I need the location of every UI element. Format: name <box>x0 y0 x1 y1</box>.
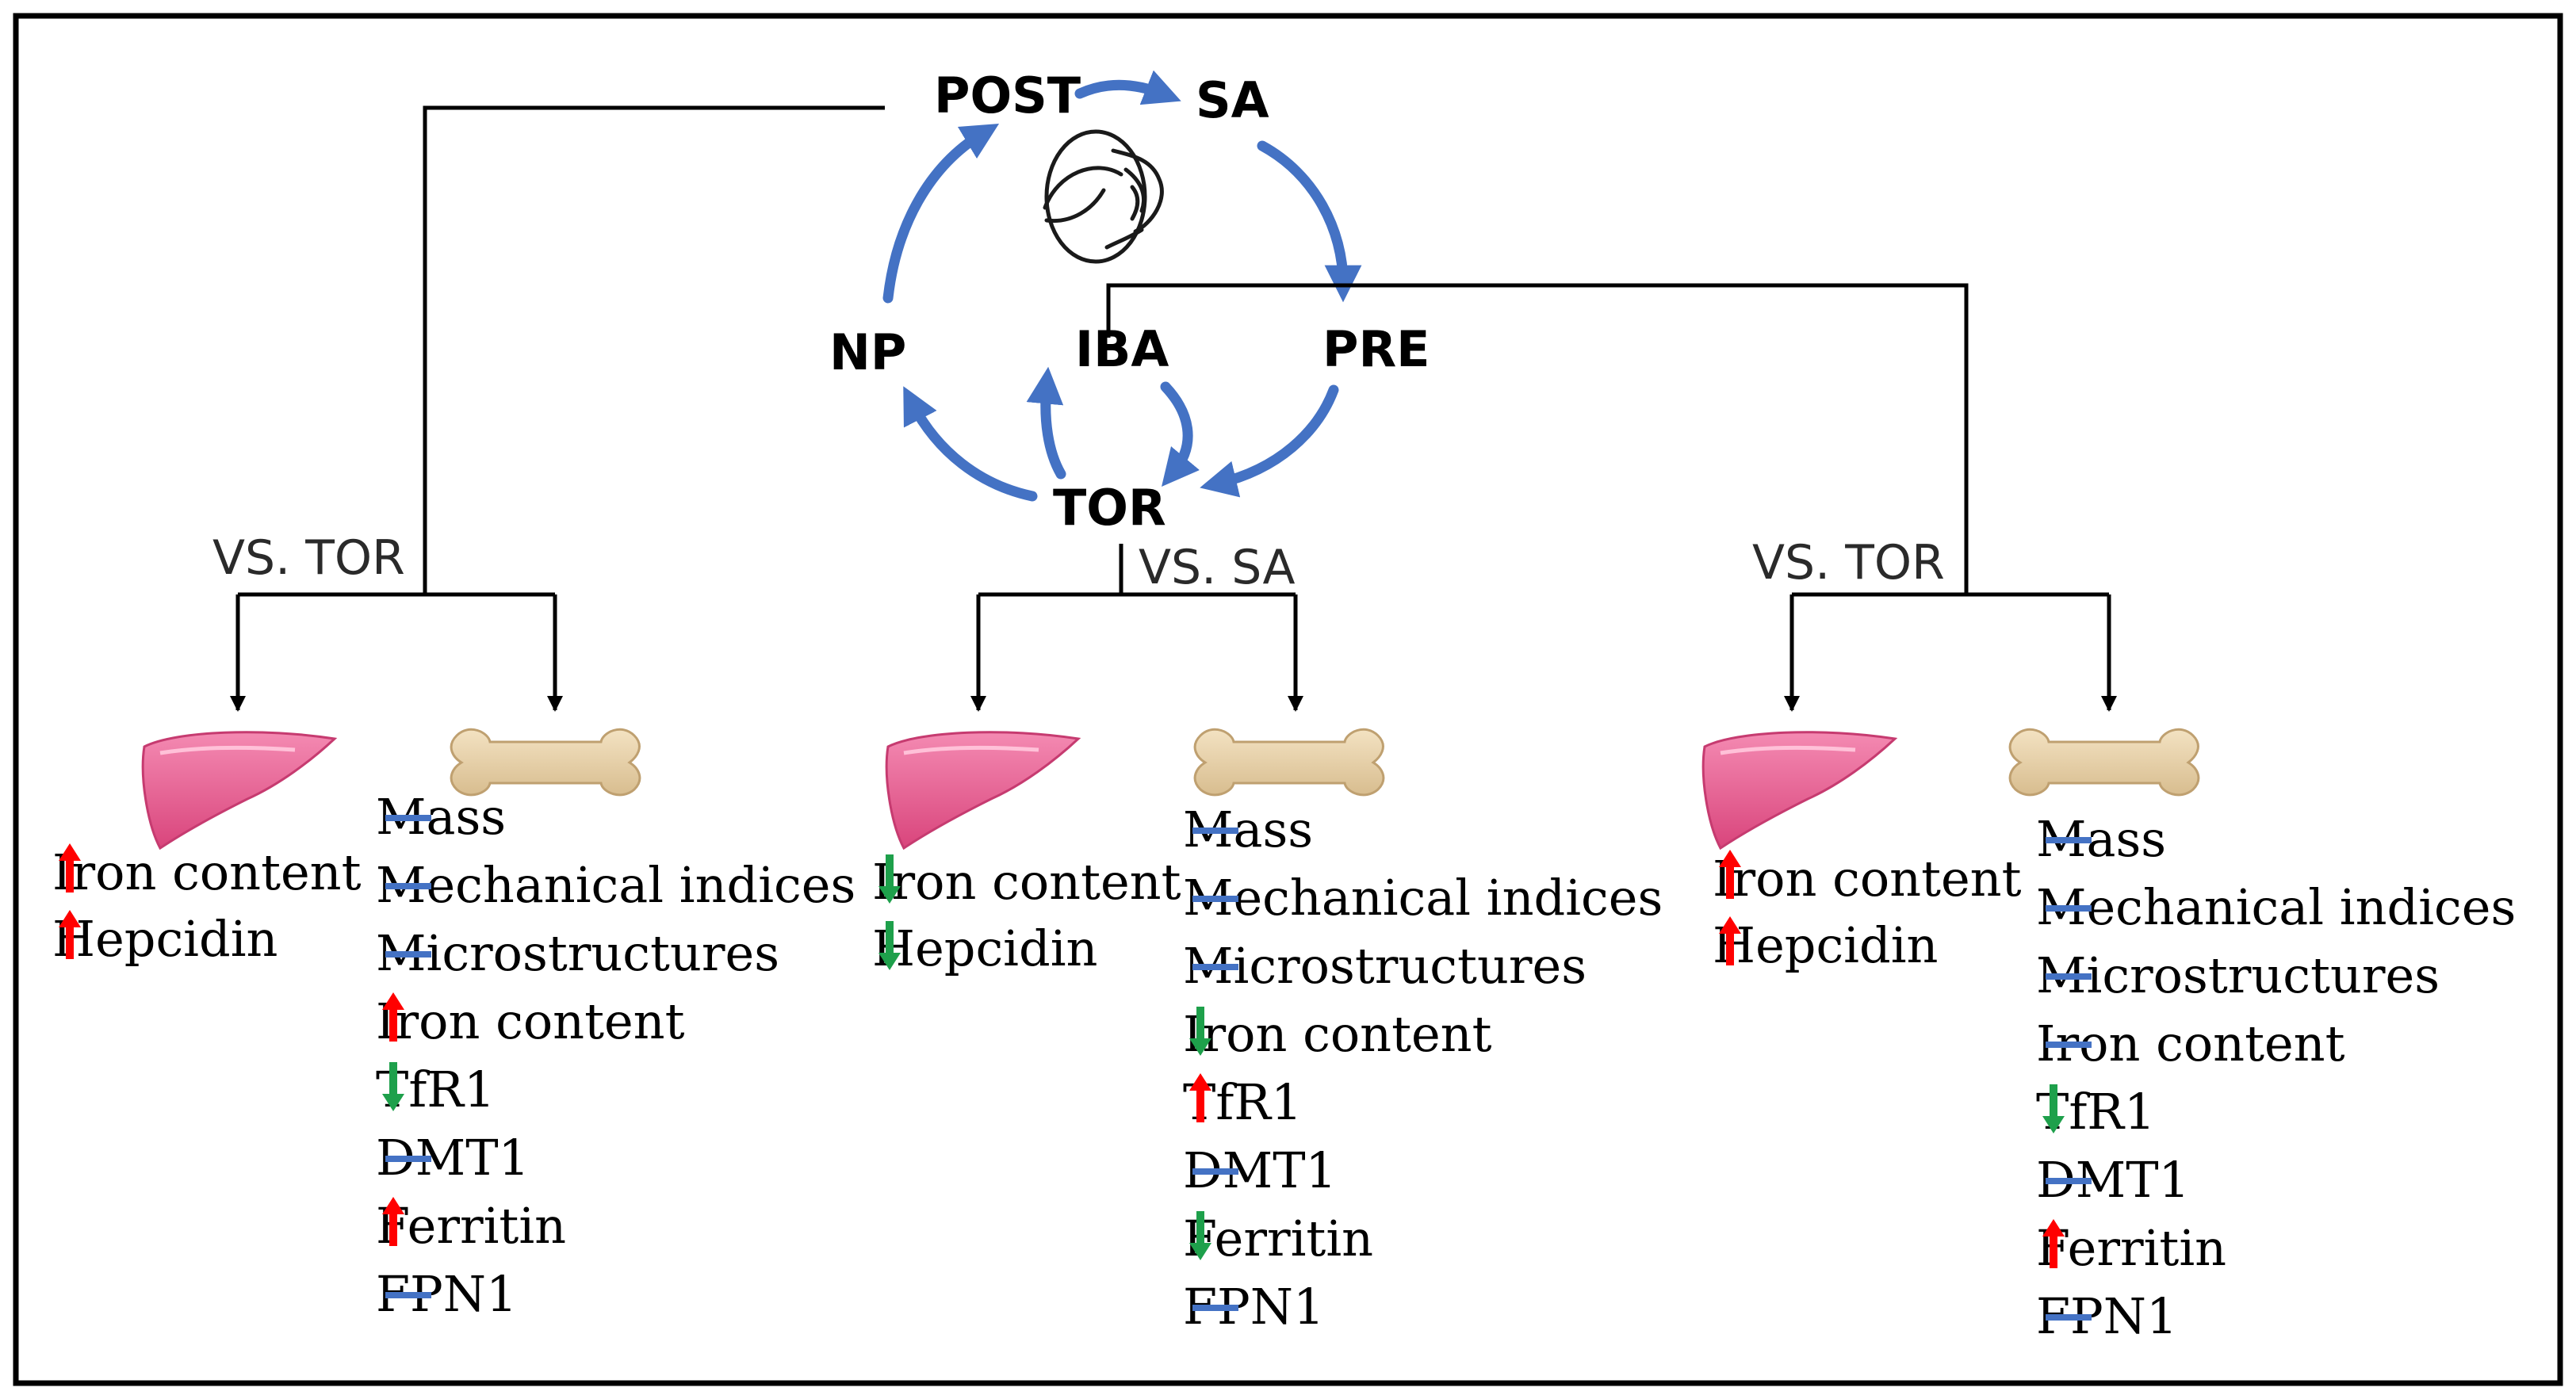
stage-post: POST <box>934 67 1081 124</box>
result-label: Microstructures <box>376 924 779 982</box>
liver-icon <box>886 732 1078 848</box>
liver-icon <box>1703 732 1895 848</box>
arrow-pre-to-tor <box>1200 384 1339 498</box>
result-label: Hepcidin <box>872 919 1097 977</box>
arrow-post-to-sa <box>1074 70 1181 105</box>
comparison-label-iba: VS. TOR <box>1752 535 1945 591</box>
bone-icon <box>450 728 641 797</box>
result-label: Iron content <box>52 843 362 901</box>
estrous-cycle: POST SA PRE TOR NP IBA <box>829 67 1430 537</box>
comparison-label-tor: VS. SA <box>1139 540 1296 595</box>
stage-tor: TOR <box>1053 479 1166 537</box>
bone-icon <box>1193 728 1385 797</box>
bone-icon <box>2008 728 2200 797</box>
arrow-tor-to-np <box>903 386 1038 502</box>
decrease-arrow-icon <box>1189 1211 1211 1260</box>
decrease-arrow-icon <box>382 1062 404 1111</box>
result-label: Ferritin <box>1183 1210 1373 1267</box>
increase-arrow-icon <box>2042 1219 2065 1268</box>
decrease-arrow-icon <box>878 854 901 904</box>
increase-arrow-icon <box>1719 850 1741 899</box>
result-label: Mechanical indices <box>1183 869 1663 927</box>
arrow-iba-to-tor <box>1160 381 1200 487</box>
liver-icon <box>143 732 335 848</box>
result-label: Iron content <box>376 992 685 1050</box>
arrow-tor-to-iba <box>1026 366 1066 480</box>
stage-iba: IBA <box>1075 320 1169 378</box>
stage-pre: PRE <box>1322 320 1430 378</box>
result-label: Ferritin <box>376 1197 566 1255</box>
increase-arrow-icon <box>59 910 81 959</box>
increase-arrow-icon <box>382 992 404 1042</box>
increase-arrow-icon <box>1189 1073 1211 1122</box>
arrow-sa-to-pre <box>1257 140 1362 303</box>
stage-np: NP <box>829 323 906 381</box>
ovary-icon <box>1043 129 1164 264</box>
increase-arrow-icon <box>59 843 81 893</box>
result-label: Mechanical indices <box>376 856 855 914</box>
arrow-np-to-post <box>882 123 1000 304</box>
decrease-arrow-icon <box>2042 1084 2065 1133</box>
result-label: Microstructures <box>1183 937 1587 995</box>
result-label: Mechanical indices <box>2036 878 2516 936</box>
increase-arrow-icon <box>1719 916 1741 965</box>
comparison-connectors <box>230 105 2117 712</box>
result-label: Hepcidin <box>52 910 278 968</box>
increase-arrow-icon <box>382 1197 404 1246</box>
comparison-label-post: VS. TOR <box>212 530 405 586</box>
result-label: Iron content <box>1183 1005 1492 1063</box>
decrease-arrow-icon <box>1189 1007 1211 1056</box>
decrease-arrow-icon <box>878 921 901 970</box>
result-label: Hepcidin <box>1713 916 1938 974</box>
result-label: Microstructures <box>2036 946 2440 1004</box>
result-label: Ferritin <box>2036 1219 2226 1277</box>
result-label: Iron content <box>872 853 1181 911</box>
figure-frame <box>13 13 2563 1386</box>
stage-sa: SA <box>1196 71 1269 129</box>
result-label: Iron content <box>1713 850 2022 908</box>
